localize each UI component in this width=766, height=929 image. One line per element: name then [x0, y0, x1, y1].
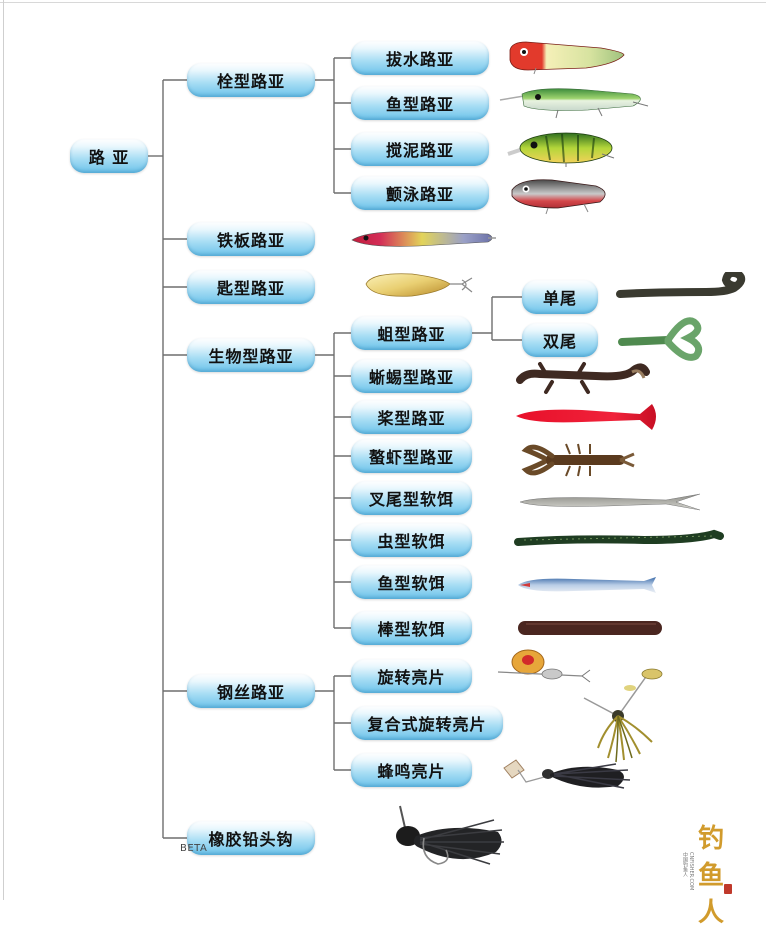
node-spinner: 旋转亮片 [351, 659, 472, 693]
category-spoon: 匙型路亚 [187, 270, 315, 304]
node-forktail: 叉尾型软饵 [351, 481, 472, 515]
logo-seal-icon [724, 884, 732, 894]
node-buzzbait: 蜂鸣亮片 [351, 753, 472, 787]
category-plug-lure: 栓型路亚 [187, 63, 315, 97]
crawfish-lure-icon [521, 443, 635, 477]
node-minnow: 鱼型路亚 [351, 86, 489, 120]
worm-lure-icon [514, 529, 724, 546]
minnow-lure-icon [499, 88, 649, 119]
crankbait-lure-icon [507, 132, 615, 167]
top-border [0, 2, 766, 3]
node-spinnerbait: 复合式旋转亮片 [351, 706, 503, 740]
spoon-lure-icon [365, 273, 473, 297]
left-border [3, 0, 4, 900]
spinner-lure-icon [497, 649, 591, 683]
node-paddle: 桨型路亚 [351, 400, 472, 434]
forktail-lure-icon [519, 493, 701, 511]
node-crankbait: 搅泥路亚 [351, 132, 489, 166]
lizard-lure-icon [516, 362, 650, 394]
double-tail-grub-icon [618, 317, 703, 361]
single-tail-grub-icon [616, 272, 746, 298]
node-single-tail: 单尾 [522, 280, 598, 314]
vibration-lure-icon [511, 179, 606, 215]
category-soft-bait: 生物型路亚 [187, 338, 315, 372]
node-stick: 棒型软饵 [351, 611, 472, 645]
buzzbait-lure-icon [503, 759, 631, 789]
logo-url: CNFISHER.COM [688, 852, 694, 891]
category-metal-jig: 铁板路亚 [187, 222, 315, 256]
node-worm: 虫型软饵 [351, 523, 472, 557]
spinnerbait-lure-icon [583, 668, 663, 763]
category-wire-bait: 钢丝路亚 [187, 674, 315, 708]
root-node: 路 亚 [70, 139, 148, 173]
beta-watermark: BETA [180, 843, 208, 854]
node-grub: 蛆型路亚 [351, 316, 472, 350]
node-double-tail: 双尾 [522, 323, 598, 357]
node-vibration: 颤泳路亚 [351, 176, 489, 210]
popper-lure-icon [509, 41, 625, 75]
metal-jig-icon [351, 231, 496, 247]
category-rubber-jig: 橡胶铅头钩 [187, 821, 315, 855]
stick-bait-icon [518, 621, 662, 635]
tree-connectors [147, 57, 522, 839]
logo-text: 钓鱼人 [698, 824, 725, 928]
fish-softbait-icon [518, 577, 656, 593]
paddle-tail-lure-icon [516, 404, 656, 430]
node-lizard: 蜥蜴型路亚 [351, 359, 472, 393]
site-logo: 钓鱼人 中国钓鱼人 CNFISHER.COM [680, 818, 748, 928]
node-crawfish: 螯虾型路亚 [351, 439, 472, 473]
node-popper: 拔水路亚 [351, 41, 489, 75]
logo-subtitle: 中国钓鱼人 [682, 852, 688, 877]
node-fish-softbait: 鱼型软饵 [351, 565, 472, 599]
rubber-jig-icon [396, 805, 504, 865]
